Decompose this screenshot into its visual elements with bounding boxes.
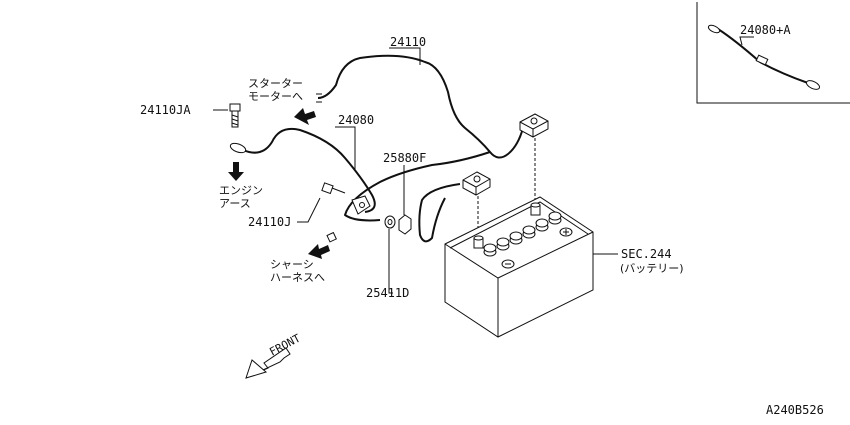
main-cable <box>317 54 524 159</box>
label-chassis-1: シャーシ <box>270 258 314 271</box>
label-24110ja: 24110JA <box>140 103 191 117</box>
label-starter-1: スターター <box>248 77 303 90</box>
label-24080: 24080 <box>338 113 374 127</box>
inset-box <box>696 2 850 104</box>
battery <box>444 196 618 338</box>
drawing-code: A240B526 <box>766 403 824 417</box>
label-battery-jp: (バッテリー) <box>620 262 684 275</box>
label-25411d: 25411D <box>366 286 409 300</box>
starter-arrow <box>294 93 322 125</box>
engine-ground-arrow <box>228 162 244 181</box>
chassis-arrow <box>308 231 337 259</box>
positive-clamp <box>519 113 549 200</box>
bolt-24110ja <box>213 103 241 128</box>
label-starter-2: モーターへ <box>248 90 303 103</box>
front-arrow <box>245 347 291 379</box>
nut-and-washer <box>384 165 412 294</box>
label-chassis-2: ハーネスへ <box>270 271 325 284</box>
label-24110: 24110 <box>390 35 426 49</box>
label-sec244: SEC.244 <box>621 247 672 261</box>
ring-terminal <box>229 142 247 154</box>
clip-24110j <box>297 182 371 223</box>
label-24080a: 24080+A <box>740 23 791 37</box>
negative-clamp <box>462 171 491 236</box>
label-24110j: 24110J <box>248 215 291 229</box>
label-engine-2: アース <box>219 197 251 210</box>
label-25880f: 25880F <box>383 151 426 165</box>
ground-cable <box>242 127 376 213</box>
label-engine-1: エンジン <box>219 184 263 197</box>
